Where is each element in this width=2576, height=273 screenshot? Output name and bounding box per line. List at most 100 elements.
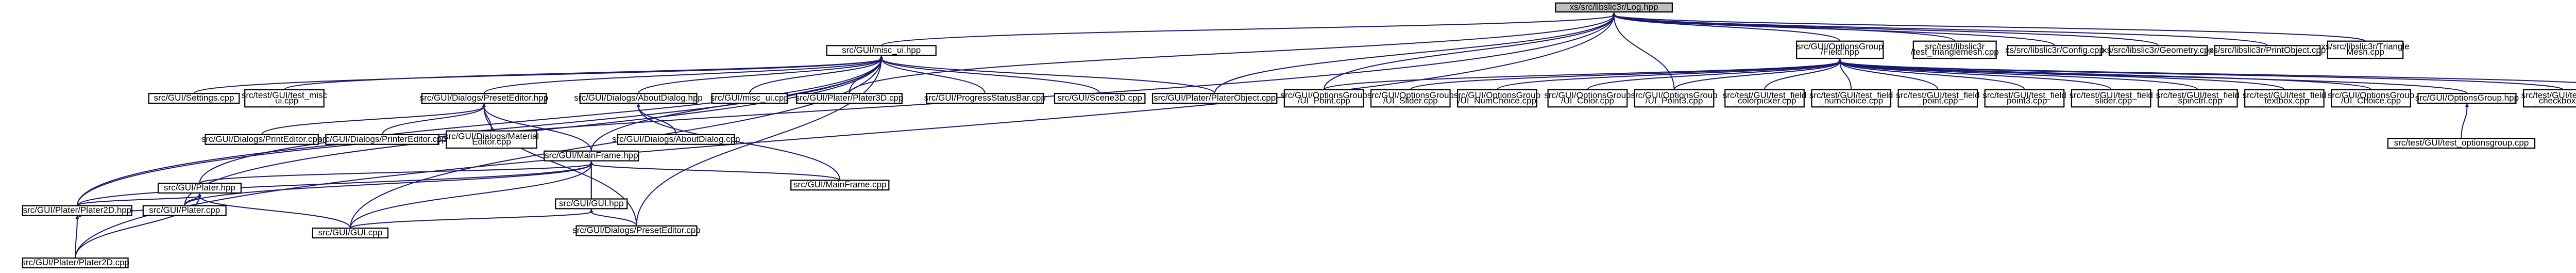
node-settings[interactable]: src/GUI/Settings.cpp [148, 93, 240, 104]
node-geometry[interactable]: xs/src/libslic3r/Geometry.cpp [2103, 45, 2214, 56]
node-gui_cpp[interactable]: src/GUI/GUI.cpp [312, 227, 389, 238]
node-printereditor[interactable]: src/GUI/Dialogs/PrinterEditor.cpp [318, 134, 447, 145]
node-preset_cpp[interactable]: src/GUI/Dialogs/PresetEditor.cpp [572, 225, 701, 236]
edge-t_point-to-ogfield [1839, 61, 1939, 90]
node-og_color[interactable]: src/GUI/OptionsGroup/UI_Color.cpp [1544, 89, 1631, 108]
node-og_point[interactable]: src/GUI/OptionsGroup/UI_Point.cpp [1281, 89, 1367, 108]
node-t_slider[interactable]: src/test/GUI/test_field_slider.cpp [2069, 89, 2153, 108]
node-label-line: /UI_Color.cpp [1561, 95, 1614, 105]
node-box [312, 227, 389, 238]
node-og_slider[interactable]: src/GUI/OptionsGroup/UI_Slider.cpp [1367, 89, 1454, 108]
node-layer: xs/src/libslic3r/Log.hpp src/GUI/misc_ui.… [21, 2, 2576, 268]
node-t_checkbox[interactable]: src/test/GUI/test_field_checkbox.cpp [2521, 89, 2576, 108]
edge-plater_hpp-to-mainframe_hpp [199, 163, 592, 184]
edge-og_point3-to-ogfield [1673, 61, 1841, 90]
node-t_point3[interactable]: src/test/GUI/test_field_point3.cpp [1982, 89, 2066, 108]
node-label-line: Editor.cpp [472, 137, 511, 147]
node-progress[interactable]: src/GUI/ProgressStatusBar.cpp [924, 93, 1046, 104]
edge-gui_cpp-to-plater_hpp [199, 196, 351, 229]
edge-t_choice-to-ogfield [1839, 61, 2576, 83]
node-label-line: src/GUI/OptionsGroup [1454, 90, 1540, 100]
node-label-line: src/test/GUI/test_optionsgroup.cpp [2394, 138, 2529, 148]
node-t_numchoice[interactable]: src/test/GUI/test_field_numchoice.cpp [1809, 89, 1893, 108]
node-label-line: src/test/GUI/test_field [2521, 90, 2576, 100]
node-about_hpp[interactable]: src/GUI/Dialogs/AboutDialog.hpp [574, 93, 703, 104]
node-root[interactable]: xs/src/libslic3r/Log.hpp [1555, 2, 1673, 13]
node-plater_cpp[interactable]: src/GUI/Plater.cpp [142, 205, 227, 216]
node-label-line: src/GUI/OptionsGroup [1544, 90, 1631, 100]
node-og_choice[interactable]: src/GUI/OptionsGroup/UI_Choice.cpp [2328, 89, 2414, 108]
node-t_spinctrl[interactable]: src/test/GUI/test_field_spinctrl.cpp [2156, 89, 2240, 108]
edge-about_hpp-to-misc [638, 58, 882, 94]
node-label-line: src/GUI/Plater/Plater2D.hpp [23, 205, 132, 215]
node-ogfield[interactable]: src/GUI/OptionsGroup/Field.hpp [1796, 40, 1884, 59]
node-label-line: src/test/GUI/test_field [1982, 90, 2066, 100]
node-label-line: xs/src/libslic3r/Geometry.cpp [2103, 45, 2214, 55]
node-og_numchoice[interactable]: src/GUI/OptionsGroup/UI_NumChoice.cpp [1454, 89, 1540, 108]
node-plater3d[interactable]: src/GUI/Plater/Plater3D.cpp [795, 93, 904, 104]
node-box [2214, 45, 2321, 56]
node-label-line: src/GUI/OptionsGroup [1281, 90, 1367, 100]
edge-plater2d_cpp-to-plater2d_hpp [75, 218, 78, 259]
node-t_trimesh[interactable]: src/test/libslic3r/test_trianglemesh.cpp [1911, 40, 1999, 59]
node-t_point[interactable]: src/test/GUI/test_field_point.cpp [1896, 89, 1980, 108]
edge-t_colorpicker-to-ogfield [1764, 61, 1841, 90]
node-label-line: Mesh.cpp [2346, 47, 2384, 57]
node-label-line: _slider.cpp [2090, 95, 2132, 105]
edge-trimesh-to-root [1613, 14, 2366, 42]
node-label-line: src/GUI/OptionsGroup [1367, 90, 1454, 100]
edge-plater3d-to-root [849, 14, 1615, 94]
node-label-line: src/GUI/OptionsGroup [1631, 90, 1717, 100]
edge-arrowhead [879, 55, 884, 59]
node-box [544, 150, 639, 162]
node-t_textbox[interactable]: src/test/GUI/test_field_textbox.cpp [2243, 89, 2327, 108]
node-box [1054, 93, 1146, 104]
edge-mainframe_hpp-to-preset_hpp [483, 106, 592, 151]
edge-arrowhead [1838, 58, 1842, 62]
node-og_hpp[interactable]: src/GUI/OptionsGroup.hpp [2415, 93, 2519, 104]
node-label-line: /test_trianglemesh.cpp [1911, 47, 1999, 57]
node-label-line: src/test/libslic3r [1925, 42, 1985, 52]
node-misc[interactable]: src/GUI/misc_ui.hpp [826, 45, 937, 56]
node-box [1283, 89, 1364, 108]
node-label-line: src/GUI/Plater.hpp [164, 183, 235, 192]
node-label-line: _point3.cpp [2001, 95, 2047, 105]
node-preset_hpp[interactable]: src/GUI/Dialogs/PresetEditor.hpp [420, 93, 548, 104]
node-label-line: src/GUI/Plater/PlaterObject.cpp [1154, 93, 1276, 103]
node-gui_hpp[interactable]: src/GUI/GUI.hpp [555, 198, 628, 210]
node-label-line: src/GUI/ProgressStatusBar.cpp [924, 93, 1046, 103]
edge-t_numchoice-to-ogfield [1839, 61, 1852, 90]
node-plater2d_cpp[interactable]: src/GUI/Plater/Plater2D.cpp [21, 257, 129, 268]
edge-printereditor-to-preset_hpp [382, 106, 485, 135]
node-printobj[interactable]: xs/src/libslic3r/PrintObject.cpp [2209, 45, 2326, 56]
node-t_optionsgroup[interactable]: src/test/GUI/test_optionsgroup.cpp [2387, 138, 2536, 149]
node-plater2d_hpp[interactable]: src/GUI/Plater/Plater2D.hpp [22, 205, 132, 216]
node-box [617, 134, 735, 145]
node-box [790, 180, 890, 191]
node-label-line: src/GUI/GUI.hpp [559, 198, 624, 208]
node-label-line: /UI_Point.cpp [1298, 95, 1350, 105]
node-plater_hpp[interactable]: src/GUI/Plater.hpp [157, 182, 242, 194]
node-scene3d[interactable]: src/GUI/Scene3D.cpp [1054, 93, 1146, 104]
node-t_colorpicker[interactable]: src/test/GUI/test_field_colorpicker.cpp [1723, 89, 1807, 108]
node-box [142, 205, 227, 216]
node-t_misc[interactable]: src/test/GUI/test_misc_ui.cpp [242, 89, 328, 108]
node-about_cpp[interactable]: src/GUI/Dialogs/AboutDialog.cpp [612, 134, 740, 145]
node-og_point3[interactable]: src/GUI/OptionsGroup/UI_Point3.cpp [1631, 89, 1718, 108]
node-label-line: src/test/GUI/test_field [2156, 90, 2240, 100]
node-mainframe_hpp[interactable]: src/GUI/MainFrame.hpp [544, 150, 639, 162]
node-misc_cpp[interactable]: src/GUI/misc_ui.cpp [710, 93, 789, 104]
edge-og_point-to-root [1323, 15, 1615, 90]
node-label-line: src/GUI/Plater.cpp [149, 205, 220, 215]
node-printeditor[interactable]: src/GUI/Dialogs/PrintEditor.cpp [201, 134, 322, 145]
edge-gui_cpp-to-mainframe_hpp [349, 164, 592, 229]
node-config[interactable]: xs/src/libslic3r/Config.cpp [2005, 45, 2104, 56]
node-mainframe_cpp[interactable]: src/GUI/MainFrame.cpp [790, 180, 890, 191]
node-label-line: src/test/GUI/test_field [1896, 90, 1980, 100]
edge-mainframe_cpp-to-about_hpp [638, 106, 841, 181]
node-box [2007, 45, 2103, 56]
node-platerobj[interactable]: src/GUI/Plater/PlaterObject.cpp [1151, 93, 1278, 104]
node-box [575, 225, 698, 236]
